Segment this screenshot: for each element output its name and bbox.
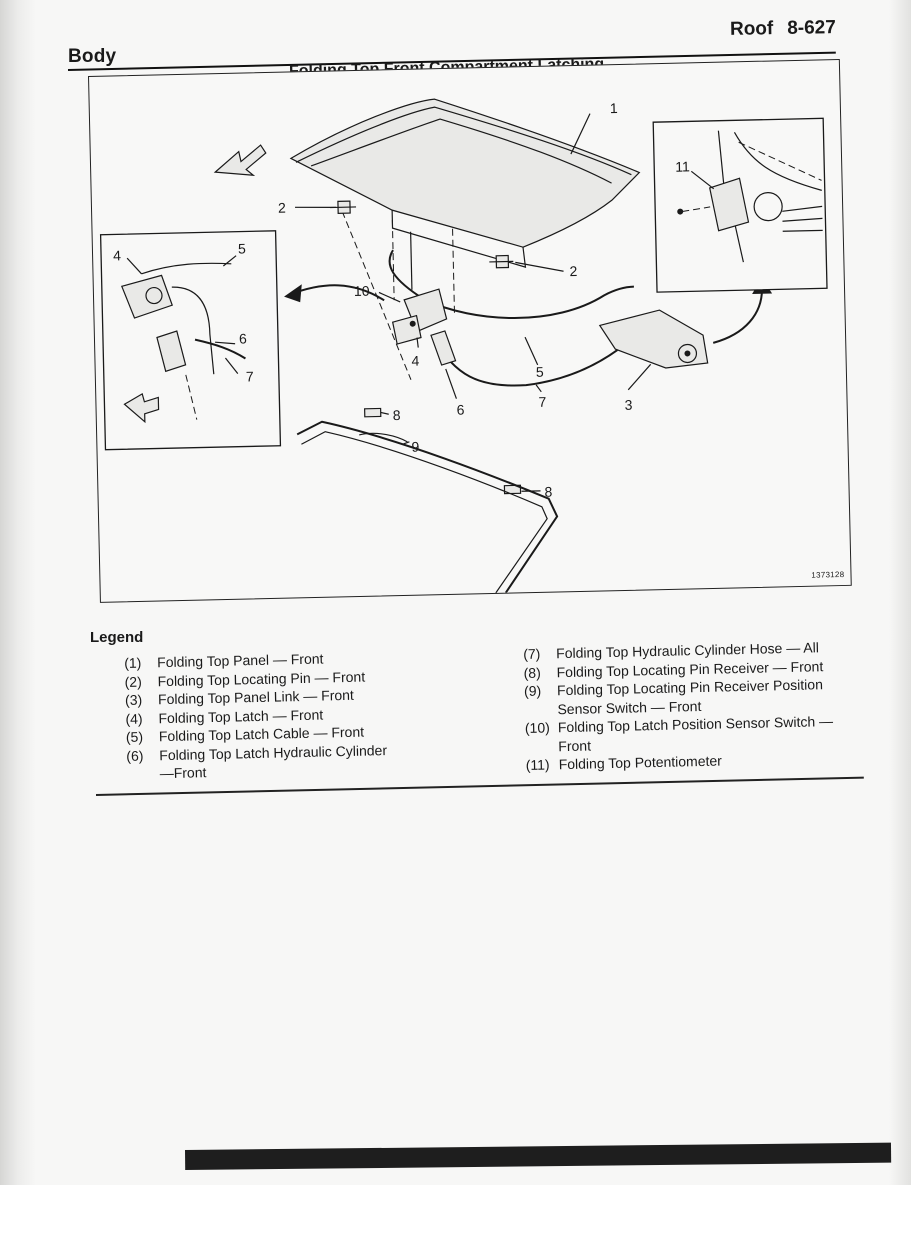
- legend-number: (1): [124, 654, 142, 671]
- curved-arrow-right: [712, 287, 763, 344]
- legend-number: (7): [523, 645, 541, 662]
- legend-text: Folding Top Latch Hydraulic Cylinder —Fr…: [159, 741, 388, 782]
- hydraulic-hose: [434, 340, 618, 387]
- latch-cable: [388, 249, 634, 320]
- chapter-name: Roof: [729, 18, 774, 40]
- callout-4: 4: [411, 353, 419, 369]
- callout-5: 5: [238, 240, 246, 256]
- legend-number: (9): [523, 682, 542, 699]
- legend-column-left: (1)Folding Top Panel — Front (2)Folding …: [124, 648, 397, 784]
- locating-pin-receiver-right: [503, 484, 522, 495]
- callout-6: 6: [239, 330, 247, 346]
- legend-number: (4): [125, 710, 143, 727]
- legend-number: (10): [524, 719, 550, 736]
- curved-arrow-left: [289, 284, 385, 302]
- callout-5: 5: [536, 364, 544, 380]
- callout-4: 4: [113, 247, 121, 263]
- inset-latch-detail: [99, 230, 282, 451]
- callout-3: 3: [624, 397, 632, 413]
- latch-assembly: [391, 288, 448, 345]
- windshield-frame: [296, 420, 559, 594]
- inset-potentiometer-detail: [652, 117, 828, 293]
- legend-number: (11): [525, 756, 550, 773]
- callout-1: 1: [610, 100, 618, 116]
- figure-id: 1373128: [811, 569, 845, 580]
- legend-number: (2): [124, 673, 142, 690]
- figure-frame: 1 2 2 3 4 4 5 5 6 6 7 7 8 8 9 10 11 1373…: [88, 58, 852, 603]
- direction-arrow-icon: [213, 144, 267, 177]
- callout-2: 2: [278, 200, 286, 216]
- callout-11: 11: [675, 158, 690, 174]
- page-edge-shadow: [889, 0, 911, 1185]
- legend-number: (3): [124, 691, 143, 708]
- exploded-diagram: 1 2 2 3 4 4 5 5 6 6 7 7 8 8 9 10 11: [99, 98, 828, 594]
- callout-7: 7: [246, 368, 254, 384]
- callout-10: 10: [354, 283, 370, 299]
- legend-number: (6): [126, 747, 144, 764]
- callout-7: 7: [538, 394, 546, 410]
- scan-artifact-bar: [185, 1142, 892, 1170]
- legend-number: (5): [125, 728, 144, 745]
- legend-number: (8): [523, 664, 541, 681]
- legend-heading: Legend: [90, 629, 144, 646]
- legend-item: (6) Folding Top Latch Hydraulic Cylinder …: [126, 740, 397, 783]
- callout-8: 8: [393, 407, 401, 423]
- callout-6: 6: [456, 402, 464, 418]
- legend-column-right: (7)Folding Top Hydraulic Cylinder Hose —…: [523, 638, 851, 775]
- section-heading: Body: [68, 46, 117, 67]
- folding-top-panel: [289, 98, 641, 268]
- running-header: Roof 8-627: [730, 17, 836, 41]
- callout-2: 2: [569, 263, 577, 279]
- hydraulic-cylinder: [430, 330, 457, 366]
- callout-9: 9: [411, 439, 419, 455]
- page-number: 8-627: [787, 17, 837, 39]
- panel-link: [598, 309, 709, 369]
- locating-pin-right: [489, 254, 514, 269]
- binding-shadow: [0, 0, 36, 1185]
- callout-8: 8: [544, 484, 552, 500]
